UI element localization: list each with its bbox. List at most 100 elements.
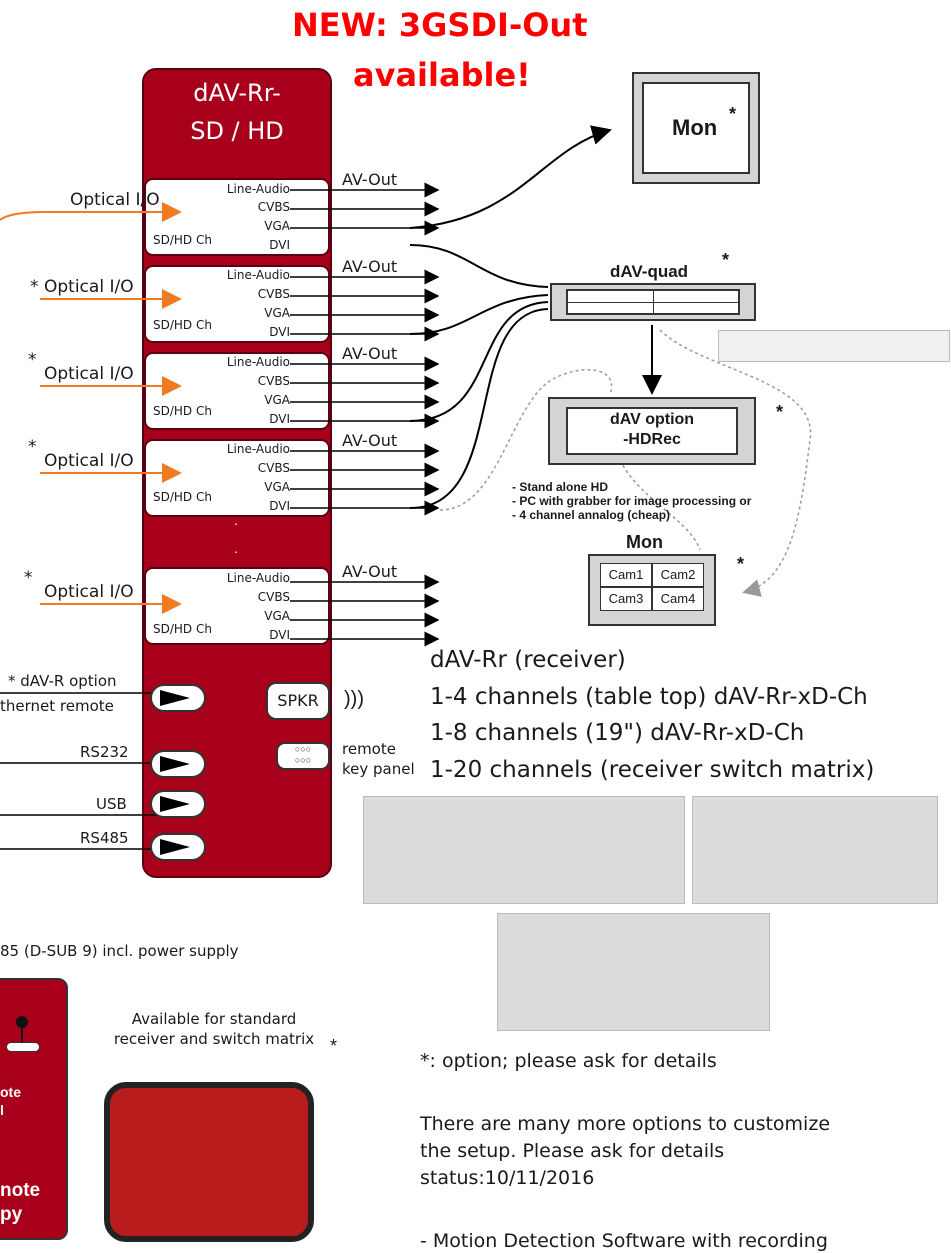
av-out-label-3: AV-Out xyxy=(342,344,398,363)
port-cvbs: CVBS xyxy=(257,461,290,475)
keypad-icon: ○○○○○○ xyxy=(276,742,330,770)
hdrec-note-1: - Stand alone HD xyxy=(512,480,609,494)
hdrec-title-line2: -HDRec xyxy=(623,431,681,448)
rs232-label: RS232 xyxy=(80,743,129,761)
dvi-to-quad-lines xyxy=(409,125,612,509)
monitor-screen xyxy=(642,82,750,174)
port-line-audio: Line-Audio xyxy=(226,571,290,585)
remote-box xyxy=(0,978,68,1240)
available-line1: Available for standard xyxy=(131,1010,297,1028)
status-note: status:10/11/2016 xyxy=(420,1167,595,1189)
port-vga: VGA xyxy=(264,393,290,407)
footnote-left: 85 (D-SUB 9) incl. power supply xyxy=(0,942,239,960)
rack-dots-1: . xyxy=(234,512,238,528)
remote-box-line4: py xyxy=(0,1204,23,1225)
port-line-audio: Line-Audio xyxy=(226,268,290,282)
port-vga: VGA xyxy=(264,306,290,320)
optical-io-label-5: Optical I/O xyxy=(44,582,134,602)
more-note-2: the setup. Please ask for details xyxy=(420,1140,725,1162)
hdrec-screen xyxy=(566,407,738,455)
rs485-label: RS485 xyxy=(80,829,129,847)
ethernet-label-2: thernet remote xyxy=(0,697,114,715)
ch-label-3: SD/HD Ch xyxy=(153,404,212,418)
port-cvbs: CVBS xyxy=(257,590,290,604)
port-line-audio: Line-Audio xyxy=(226,442,290,456)
port-line-audio: Line-Audio xyxy=(226,355,290,369)
remote-key-panel-photo xyxy=(104,1082,314,1242)
av-out-label-4: AV-Out xyxy=(342,431,398,450)
rack-title-line1: dAV-Rr- xyxy=(193,79,281,107)
connector-arrows xyxy=(160,690,190,855)
optical-io-label-3: Optical I/O xyxy=(44,364,134,384)
option-note: *: option; please ask for details xyxy=(420,1050,717,1072)
receiver-line4: 1-20 channels (receiver switch matrix) xyxy=(430,757,875,783)
cam-2: Cam2 xyxy=(652,563,704,587)
optical-input-lines xyxy=(0,202,182,614)
headline-line1: NEW: 3GSDI-Out xyxy=(292,6,588,44)
quad-label: dAV-quad xyxy=(610,262,689,281)
optical-io-star-4: * xyxy=(28,437,37,457)
receiver-line1: dAV-Rr (receiver) xyxy=(430,647,626,673)
av-out-label-5: AV-Out xyxy=(342,562,398,581)
port-cvbs: CVBS xyxy=(257,374,290,388)
av-out-label-1: AV-Out xyxy=(342,170,398,189)
joystick-stick xyxy=(21,1026,23,1042)
port-dvi: DVI xyxy=(269,628,290,642)
rack-dots-2: . xyxy=(234,540,238,556)
optical-io-star-2: * xyxy=(30,277,39,297)
optical-io-label-4: Optical I/O xyxy=(44,451,134,471)
port-cvbs: CVBS xyxy=(257,287,290,301)
port-vga: VGA xyxy=(264,480,290,494)
port-vga: VGA xyxy=(264,609,290,623)
optical-io-label-1: Optical I/O xyxy=(70,190,160,210)
headline-line2: available! xyxy=(353,56,531,94)
port-line-audio: Line-Audio xyxy=(226,182,290,196)
av-output-lines xyxy=(290,182,440,647)
hdrec-star: * xyxy=(776,402,784,422)
ch-label-4: SD/HD Ch xyxy=(153,490,212,504)
ch-label-5: SD/HD Ch xyxy=(153,622,212,636)
port-dvi: DVI xyxy=(269,238,290,252)
more-note-1: There are many more options to customize xyxy=(420,1113,831,1135)
ch-label-1: SD/HD Ch xyxy=(153,233,212,247)
rack-19-inch-photo xyxy=(363,796,685,904)
remote-label-1: remote xyxy=(342,740,396,758)
optical-io-star-3: * xyxy=(28,350,37,370)
speaker-waves-icon: ))) xyxy=(344,688,364,710)
cam-3: Cam3 xyxy=(600,587,652,611)
motion-note: - Motion Detection Software with recordi… xyxy=(420,1230,828,1252)
table-top-photo xyxy=(692,796,938,904)
port-dvi: DVI xyxy=(269,325,290,339)
usb-label: USB xyxy=(96,795,127,813)
port-vga: VGA xyxy=(264,219,290,233)
available-star: * xyxy=(330,1036,338,1056)
remote-box-line1: ote xyxy=(0,1084,21,1100)
av-out-label-2: AV-Out xyxy=(342,257,398,276)
hdrec-title-line1: dAV option xyxy=(609,411,695,428)
remote-box-line3: note xyxy=(0,1180,41,1201)
cam-4: Cam4 xyxy=(652,587,704,611)
rack-title-line2: SD / HD xyxy=(190,117,284,145)
joystick-icon xyxy=(16,1016,28,1028)
port-cvbs: CVBS xyxy=(257,200,290,214)
ethernet-label-1: * dAV-R option xyxy=(8,672,117,690)
mon2-star: * xyxy=(737,554,745,574)
optional-dashed-lines xyxy=(439,329,812,597)
monitor-label: Mon xyxy=(672,115,718,140)
cam-1: Cam1 xyxy=(600,563,652,587)
port-dvi: DVI xyxy=(269,412,290,426)
remote-box-line2: l xyxy=(0,1102,4,1118)
hdrec-note-3: - 4 channel annalog (cheap) xyxy=(512,508,671,522)
available-line2: receiver and switch matrix xyxy=(113,1030,315,1048)
switch-matrix-photo xyxy=(497,913,770,1031)
quad-divider-v xyxy=(653,289,654,315)
quad-device-photo xyxy=(718,330,950,362)
optical-io-label-2: Optical I/O xyxy=(44,277,134,297)
mon2-label: Mon xyxy=(626,532,663,552)
quad-star: * xyxy=(722,250,730,270)
receiver-line3: 1-8 channels (19") dAV-Rr-xD-Ch xyxy=(430,720,805,746)
port-dvi: DVI xyxy=(269,499,290,513)
ch-label-2: SD/HD Ch xyxy=(153,318,212,332)
hdrec-note-2: - PC with grabber for image processing o… xyxy=(512,494,752,508)
optical-io-star-5: * xyxy=(24,568,33,588)
